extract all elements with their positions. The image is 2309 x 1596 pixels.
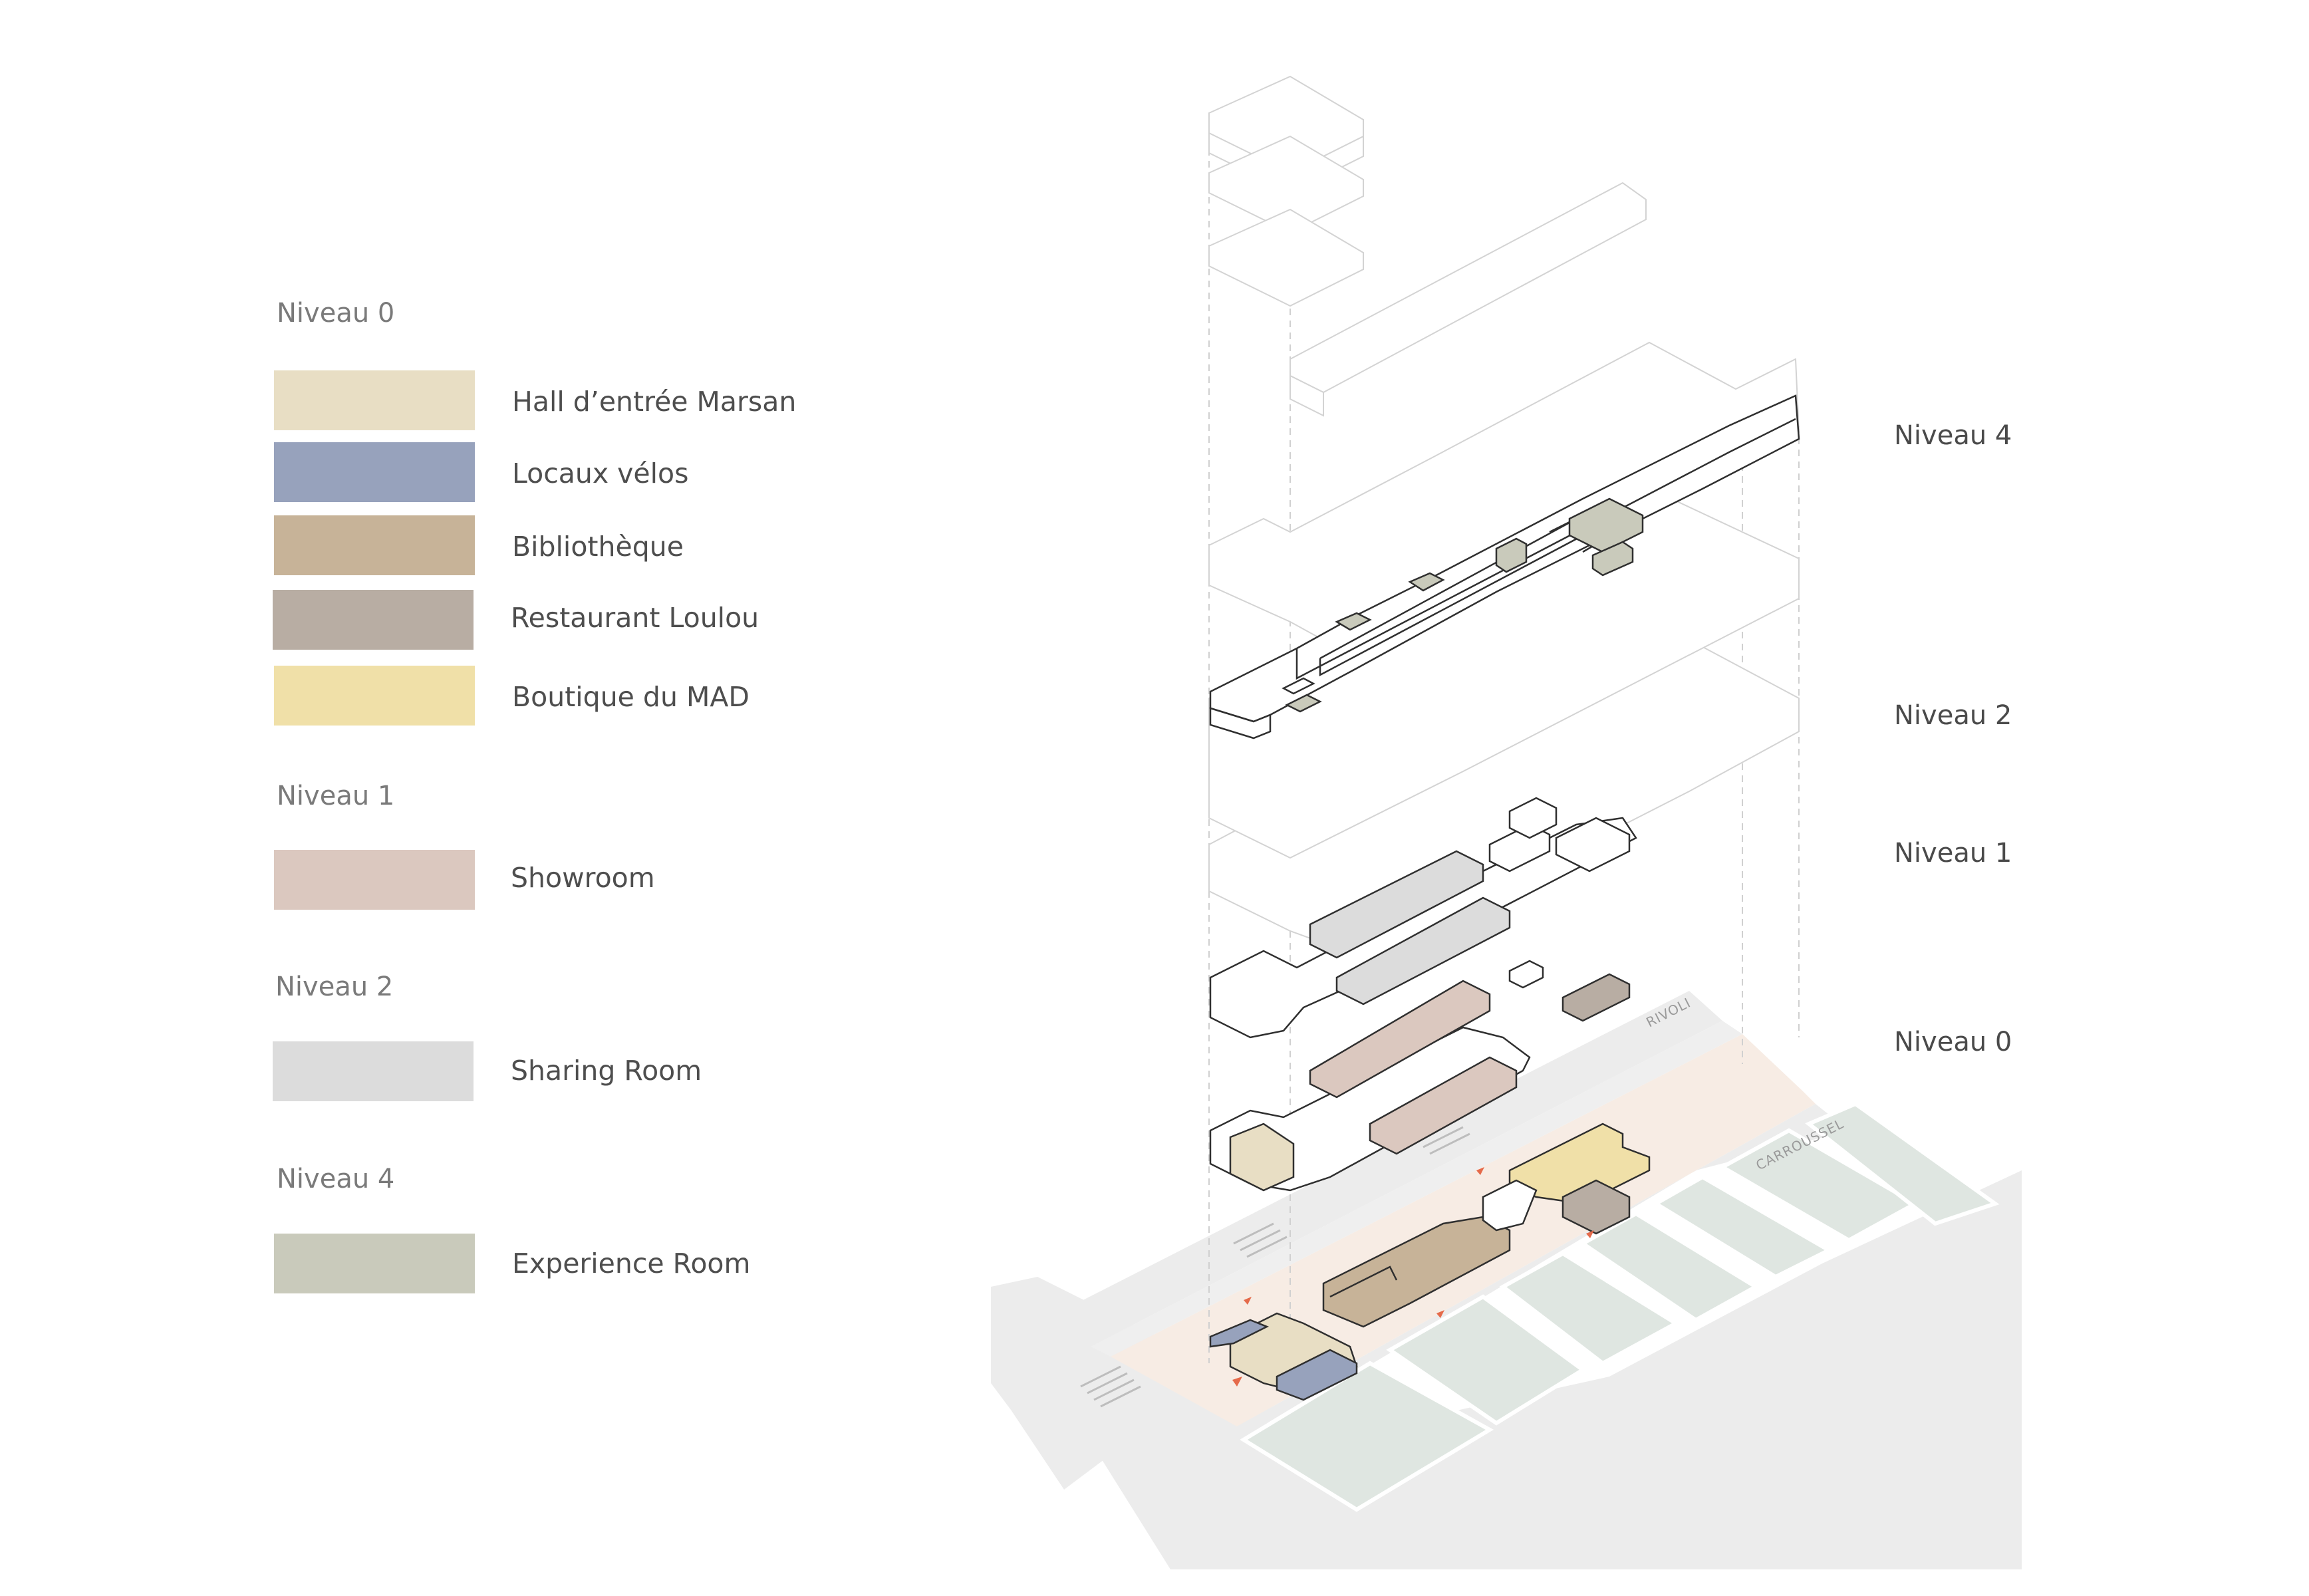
road-rivoli xyxy=(1037,991,1722,1347)
level-label-niveau-4: Niveau 4 xyxy=(1894,420,2012,451)
legend-group-title-niveau-0: Niveau 0 xyxy=(277,298,395,329)
entrance-arrows xyxy=(1232,1167,1594,1387)
level-label-niveau-1: Niveau 1 xyxy=(1894,838,2012,868)
legend-label-boutique: Boutique du MAD xyxy=(512,681,749,713)
legend-swatch-experience-room xyxy=(274,1234,475,1293)
legend-swatch-restaurant xyxy=(273,590,474,650)
legend-group-title-niveau-1: Niveau 1 xyxy=(277,781,395,811)
legend: Niveau 0 Hall d’entrée Marsan Locaux vél… xyxy=(0,0,931,1596)
gardens xyxy=(1240,1101,2000,1512)
level-label-niveau-0: Niveau 0 xyxy=(1894,1027,2012,1057)
legend-group-title-niveau-4: Niveau 4 xyxy=(277,1164,395,1194)
niveau-1-plan xyxy=(1209,980,1531,1192)
road-south xyxy=(1037,1170,2022,1569)
niveau-4-plan xyxy=(1209,394,1800,739)
legend-label-experience-room: Experience Room xyxy=(512,1248,751,1279)
niveau-0-plan xyxy=(1209,1123,1651,1401)
legend-swatch-locaux-velos xyxy=(274,442,475,502)
level-label-niveau-2: Niveau 2 xyxy=(1894,700,2012,731)
legend-label-showroom: Showroom xyxy=(511,862,655,894)
legend-swatch-sharing-room xyxy=(273,1041,474,1101)
niveau-2-plan xyxy=(1209,797,1637,1039)
legend-label-hall: Hall d’entrée Marsan xyxy=(512,386,797,418)
legend-label-bibliotheque: Bibliothèque xyxy=(512,531,684,563)
legend-group-title-niveau-2: Niveau 2 xyxy=(275,972,394,1002)
plaza-strip xyxy=(1091,1021,1742,1357)
legend-label-locaux-velos: Locaux vélos xyxy=(512,458,689,489)
legend-label-sharing-room: Sharing Room xyxy=(511,1055,702,1087)
legend-label-restaurant: Restaurant Loulou xyxy=(511,602,759,634)
legend-swatch-hall xyxy=(274,370,475,430)
ground-plane xyxy=(991,991,2022,1569)
legend-swatch-bibliotheque xyxy=(274,515,475,575)
legend-swatch-boutique xyxy=(274,666,475,726)
ghost-volumes xyxy=(1208,75,1800,959)
legend-swatch-showroom xyxy=(274,850,475,910)
